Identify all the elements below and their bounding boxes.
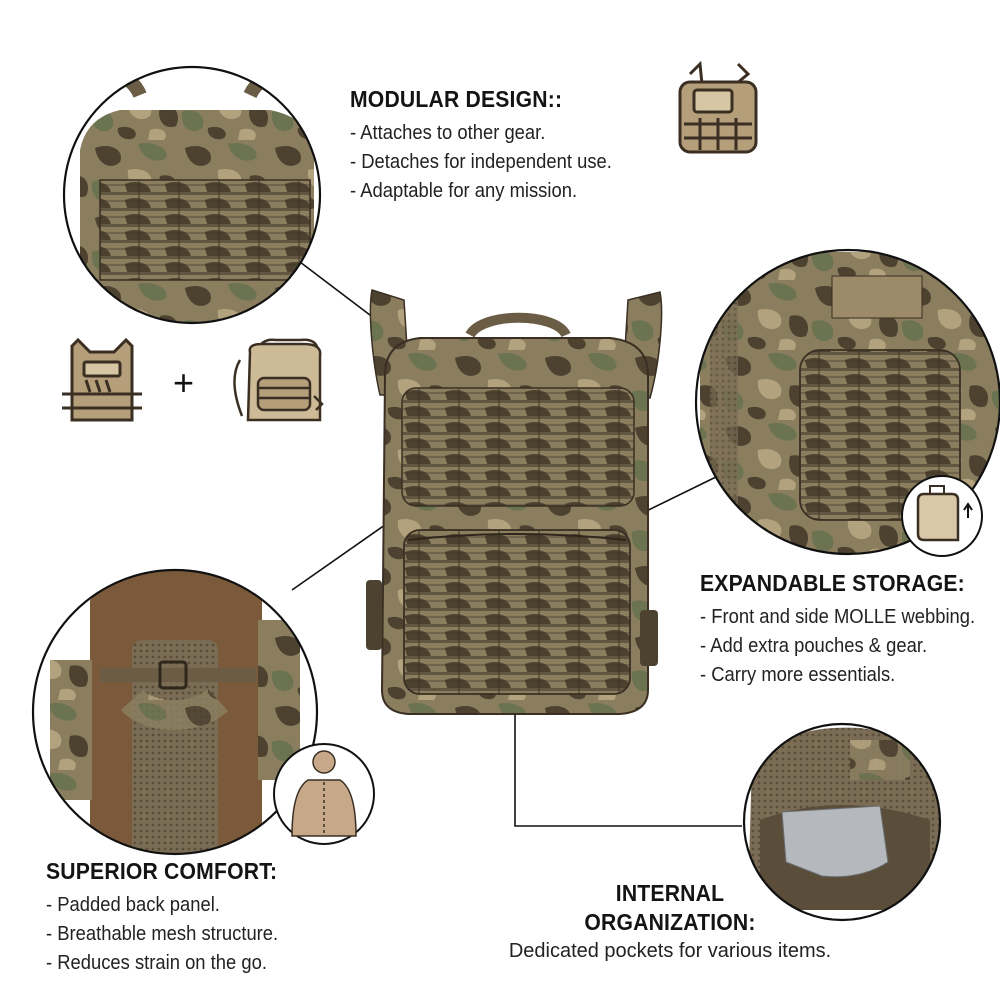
- comfort-bullet: - Padded back panel.: [46, 894, 220, 916]
- detail-circle-comfort: [31, 568, 319, 856]
- human-back-icon: [273, 743, 375, 845]
- detail-circle-internal: [742, 722, 942, 922]
- section-superior-comfort: SUPERIOR COMFORT: - Padded back panel. -…: [46, 858, 298, 978]
- internal-description: Dedicated pockets for various items.: [508, 940, 832, 962]
- backpack-outline-icon: [233, 338, 324, 422]
- comfort-bullets: - Padded back panel. - Breathable mesh s…: [46, 891, 298, 978]
- combo-plus-sign: +: [173, 362, 195, 403]
- storage-title: EXPANDABLE STORAGE:: [700, 570, 965, 596]
- comfort-bullet: - Reduces strain on the go.: [46, 952, 267, 974]
- storage-bullet: - Add extra pouches & gear.: [700, 635, 928, 657]
- internal-title-line1: INTERNAL: [615, 880, 725, 906]
- internal-title-line2: ORGANIZATION:: [584, 909, 756, 935]
- section-expandable-storage: EXPANDABLE STORAGE: - Front and side MOL…: [700, 570, 999, 690]
- comfort-title: SUPERIOR COMFORT:: [46, 858, 278, 884]
- section-modular-design: MODULAR DESIGN:: - Attaches to other gea…: [350, 86, 635, 206]
- storage-bullets: - Front and side MOLLE webbing. - Add ex…: [700, 603, 999, 690]
- modular-bullet: - Attaches to other gear.: [350, 122, 546, 144]
- backpack-icon: [678, 60, 758, 154]
- section-internal-organization: INTERNAL ORGANIZATION: Dedicated pockets…: [500, 880, 840, 963]
- plate-carrier-icon: [62, 337, 142, 422]
- modular-bullet: - Detaches for independent use.: [350, 151, 612, 173]
- storage-bullet: - Carry more essentials.: [700, 664, 896, 686]
- detail-circle-modular: [62, 65, 322, 325]
- main-backpack: [366, 289, 663, 715]
- expandable-pouch-icon: [901, 475, 983, 557]
- storage-bullet: - Front and side MOLLE webbing.: [700, 606, 976, 628]
- modular-bullet: - Adaptable for any mission.: [350, 180, 578, 202]
- modular-bullets: - Attaches to other gear. - Detaches for…: [350, 119, 635, 206]
- comfort-bullet: - Breathable mesh structure.: [46, 923, 279, 945]
- modular-title: MODULAR DESIGN::: [350, 86, 563, 112]
